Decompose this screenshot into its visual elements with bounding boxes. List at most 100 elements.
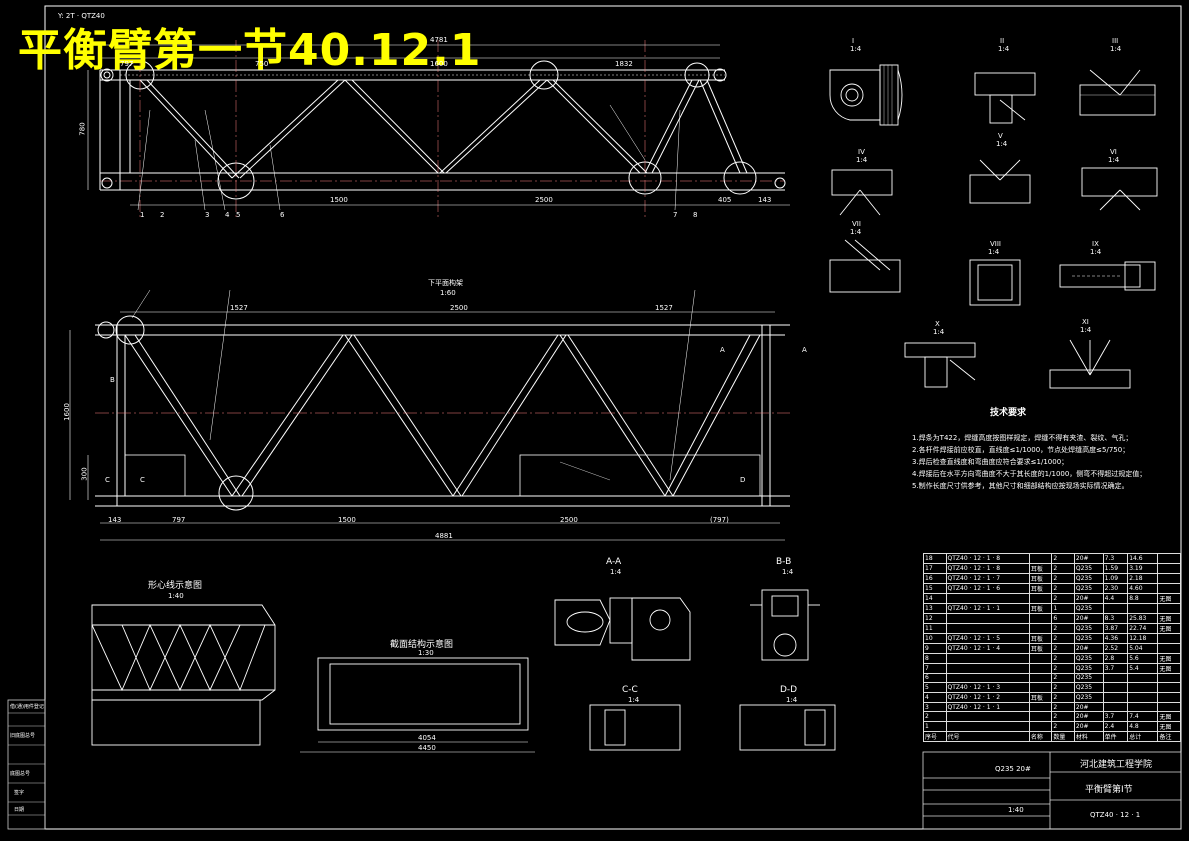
bom-cell: QTZ40 · 12 · 1 · 8 [945, 562, 1030, 574]
section-aa-label: A-A [606, 557, 622, 567]
section-aa-scale: 1:4 [610, 568, 622, 576]
detail-views [829, 64, 1158, 389]
bom-cell: 12.18 [1127, 632, 1159, 644]
bom-cell: 2 [1051, 572, 1075, 584]
part-num-5: 5 [236, 211, 241, 219]
bom-cell: 2 [1051, 582, 1075, 594]
bom-cell: 20# [1073, 612, 1104, 624]
bom-cell [1127, 672, 1159, 684]
bom-cell: Q235 [1073, 582, 1104, 594]
bom-cell: 无图 [1157, 592, 1181, 604]
part-num-1: 1 [140, 211, 145, 219]
bom-cell [1157, 572, 1181, 584]
bom-cell [945, 592, 1030, 604]
bom-cell [945, 612, 1030, 624]
bom-cell: 4.60 [1127, 582, 1159, 594]
section-dd-label: D-D [780, 685, 798, 695]
top-left-note: Y: 2T · QTZ40 [58, 12, 105, 20]
bom-cell: 20# [1073, 721, 1104, 733]
part-num-6: 6 [280, 211, 285, 219]
plan-dim-bottom-3: 1500 [338, 516, 356, 524]
bom-cell: 5 [923, 682, 947, 693]
bom-cell: 5.4 [1127, 662, 1159, 674]
bom-cell: 4 [923, 691, 947, 703]
bom-cell: 2 [1051, 711, 1075, 723]
bom-cell: 2 [1051, 662, 1075, 674]
title-block-scale: 1:40 [1008, 806, 1024, 814]
part-num-4: 4 [225, 211, 230, 219]
bom-cell: 2 [1051, 592, 1075, 604]
title-block-material: Q235 20# [995, 765, 1031, 773]
bom-cell: Q235 [1073, 691, 1104, 703]
plan-dim-width: 1600 [62, 403, 71, 421]
marker-a-1: A [720, 346, 725, 354]
bom-cell [1028, 662, 1053, 674]
part-num-2: 2 [160, 211, 165, 219]
dim-top-3: 1600 [430, 60, 448, 68]
detail-vi-scale: 1:4 [1108, 156, 1120, 164]
bom-cell [1157, 562, 1181, 574]
bom-cell: 3.19 [1127, 562, 1159, 574]
detail-ii-scale: 1:4 [998, 45, 1010, 53]
detail-iii-label: III [1112, 37, 1119, 45]
title-block-drawing-code: QTZ40 · 12 · 1 [1090, 811, 1141, 819]
dim-top-4: 1832 [615, 60, 633, 68]
bom-cell [1157, 642, 1181, 654]
tech-line-3: 3.焊后检查直线度和弯曲度应符合要求≤1/1000； [912, 458, 1069, 466]
bom-cell: QTZ40 · 12 · 1 · 6 [945, 582, 1030, 594]
bom-cell: Q235 [1073, 652, 1104, 664]
bom-cell: 耳板 [1028, 582, 1053, 594]
bom-cell: QTZ40 · 12 · 1 · 2 [945, 691, 1030, 703]
bom-cell: 耳板 [1028, 632, 1053, 644]
left-strip-2: 旧底图总号 [10, 733, 36, 739]
bom-cell: Q235 [1073, 632, 1104, 644]
bom-cell: 10 [923, 632, 947, 644]
bom-header-cell: 备注 [1157, 731, 1181, 743]
bom-cell: 3 [923, 701, 947, 713]
bom-cell: 2 [1051, 721, 1075, 733]
marker-b: B [110, 376, 115, 384]
detail-xi-label: XI [1082, 318, 1089, 326]
part-num-7: 7 [673, 211, 678, 219]
detail-iv-label: IV [858, 148, 865, 156]
dim-bottom-3: 405 [718, 196, 732, 204]
section-dd-scale: 1:4 [786, 696, 798, 704]
bom-header-cell: 材料 [1073, 731, 1104, 743]
bom-cell: 无图 [1157, 652, 1181, 664]
title-block-lines [922, 751, 1182, 830]
bom-cell [945, 672, 1030, 684]
section-cc-scale: 1:4 [628, 696, 640, 704]
detail-iii-scale: 1:4 [1110, 45, 1122, 53]
bom-header-cell: 数量 [1051, 731, 1075, 743]
detail-vii-label: VII [852, 220, 861, 228]
section-bb-scale: 1:4 [782, 568, 794, 576]
bom-cell: 22.74 [1127, 622, 1159, 634]
plan-dim-height-small: 300 [80, 467, 89, 481]
tech-heading: 技术要求 [990, 408, 1027, 418]
bom-cell: Q235 [1073, 602, 1104, 614]
bom-cell: 11 [923, 622, 947, 634]
bom-cell: 17 [923, 562, 947, 574]
bom-cell [1102, 701, 1129, 713]
detail-viii-scale: 1:4 [988, 248, 1000, 256]
part-num-3: 3 [205, 211, 210, 219]
dim-top-overall: 4781 [430, 36, 448, 44]
bom-header-cell: 单件 [1102, 731, 1129, 743]
bom-cell: QTZ40 · 12 · 1 · 3 [945, 682, 1030, 693]
bom-cell: 耳板 [1028, 572, 1053, 584]
cross-dim-2: 4450 [418, 744, 436, 752]
bom-cell: 1.09 [1102, 572, 1129, 584]
section-cc-label: C-C [622, 685, 638, 695]
bom-cell [1127, 691, 1159, 703]
bom-cell [945, 662, 1030, 674]
cross-schematic-scale: 1:30 [418, 649, 434, 657]
section-bb-label: B-B [776, 557, 792, 567]
bom-cell [1127, 682, 1159, 693]
